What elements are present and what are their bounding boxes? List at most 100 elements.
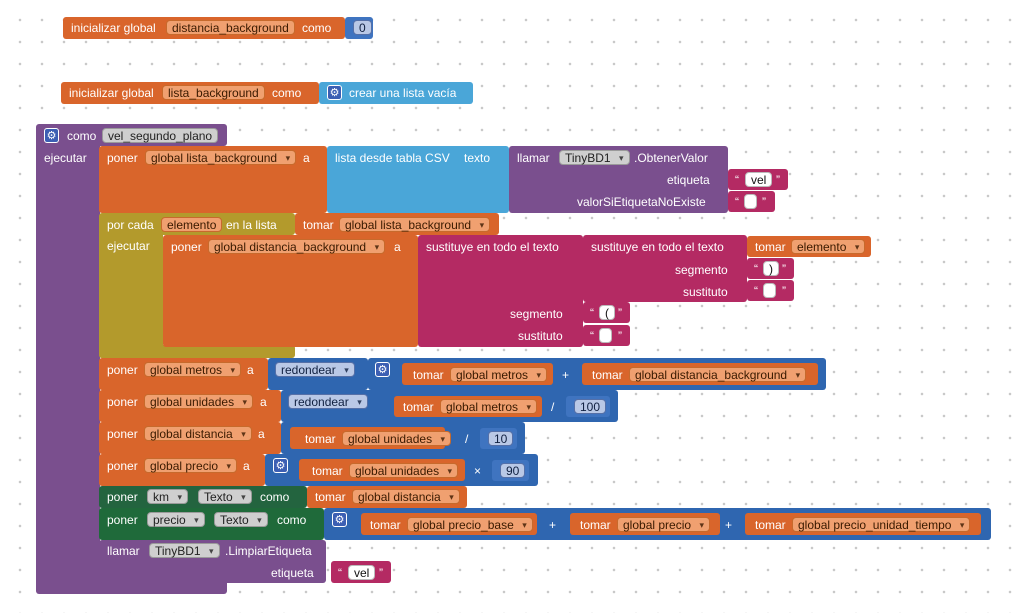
quote-close: ”	[618, 329, 622, 343]
quote-open: “	[590, 306, 594, 320]
quote-close: ”	[776, 173, 780, 187]
property-dropdown[interactable]: Texto	[198, 489, 252, 505]
round-dropdown[interactable]: redondear	[275, 362, 355, 378]
var-dropdown[interactable]: global precio	[144, 458, 238, 474]
foreach-body-bar	[99, 230, 163, 358]
var-dropdown[interactable]: global unidades	[342, 431, 452, 447]
foreach-bottom	[99, 345, 295, 358]
poner-label: poner	[171, 240, 202, 254]
component-dropdown[interactable]: km	[147, 489, 188, 505]
quote-open: “	[754, 284, 758, 298]
texto-label: texto	[464, 151, 491, 165]
etiqueta-label: etiqueta	[667, 173, 710, 187]
segmento-label: segmento	[510, 307, 563, 321]
csv-list-block[interactable]	[327, 146, 509, 213]
sustituto-label: sustituto	[518, 329, 563, 343]
text-value[interactable]: (	[599, 305, 615, 320]
var-dropdown[interactable]: global distancia	[144, 426, 252, 442]
text-value[interactable]: vel	[745, 172, 773, 187]
text-value[interactable]: )	[763, 261, 779, 276]
var-dropdown[interactable]: global precio_unidad_tiempo	[792, 517, 971, 533]
text-value[interactable]: vel	[348, 565, 376, 580]
como-label: como	[260, 490, 290, 504]
init-var-name[interactable]: distancia_background	[166, 20, 295, 35]
quote-close: ”	[379, 566, 383, 580]
proc-name[interactable]: vel_segundo_plano	[102, 128, 219, 143]
method-label: .ObtenerValor	[634, 151, 708, 165]
number-value[interactable]: 10	[488, 431, 514, 446]
var-dropdown[interactable]: global distancia	[352, 489, 460, 505]
number-value[interactable]: 90	[500, 463, 526, 478]
init-var-name[interactable]: lista_background	[162, 85, 265, 100]
component-dropdown[interactable]: precio	[147, 512, 205, 528]
a-label: a	[243, 459, 250, 473]
var-dropdown[interactable]: global metros	[144, 362, 242, 378]
tomar-label: tomar	[305, 432, 336, 446]
number-value[interactable]: 0	[353, 20, 372, 35]
var-dropdown[interactable]: global metros	[450, 367, 548, 383]
csv-label: lista desde tabla CSV	[335, 151, 450, 165]
tomar-label: tomar	[315, 490, 346, 504]
quote-open: “	[338, 566, 342, 580]
proc-como: como	[67, 129, 97, 143]
procedure-body-bar	[36, 140, 100, 593]
var-dropdown[interactable]: global metros	[440, 399, 538, 415]
poner-label: poner	[107, 490, 138, 504]
number-value[interactable]: 100	[574, 399, 607, 414]
gear-icon[interactable]: ⚙	[44, 128, 59, 143]
poner-label: poner	[107, 151, 138, 165]
component-dropdown[interactable]: TinyBD1	[149, 543, 220, 559]
quote-open: “	[735, 195, 739, 209]
item-var[interactable]: elemento	[161, 217, 223, 232]
var-dropdown[interactable]: elemento	[791, 239, 866, 255]
var-dropdown[interactable]: global distancia_background	[208, 239, 386, 255]
poner-label: poner	[107, 363, 138, 377]
a-label: a	[260, 395, 267, 409]
foreach-ejecutar: ejecutar	[107, 239, 150, 253]
quote-open: “	[735, 173, 739, 187]
text-value[interactable]	[599, 328, 612, 343]
replace-all-outer[interactable]	[418, 235, 583, 347]
var-dropdown[interactable]: global precio	[617, 517, 711, 533]
procedure-bottom	[36, 580, 227, 594]
var-dropdown[interactable]: global distancia_background	[629, 367, 807, 383]
init-keyword: inicializar global	[71, 21, 156, 35]
var-dropdown[interactable]: global lista_background	[145, 150, 297, 166]
quote-close: ”	[782, 262, 786, 276]
text-value[interactable]	[744, 194, 757, 209]
tomar-label: tomar	[403, 400, 434, 414]
poner-label: poner	[107, 395, 138, 409]
tomar-label: tomar	[312, 464, 343, 478]
sustituto-label: sustituto	[683, 285, 728, 299]
segmento-label: segmento	[675, 263, 728, 277]
valor-label: valorSiEtiquetaNoExiste	[577, 195, 706, 209]
operator-label: +	[549, 518, 557, 532]
operator-label: /	[465, 432, 469, 446]
var-dropdown[interactable]: global lista_background	[339, 217, 491, 233]
init-como: como	[302, 21, 332, 35]
poner-label: poner	[107, 459, 138, 473]
var-dropdown[interactable]: global precio_base	[407, 517, 533, 533]
round-dropdown[interactable]: redondear	[288, 394, 368, 410]
tomar-label: tomar	[592, 368, 623, 382]
var-dropdown[interactable]: global unidades	[144, 394, 254, 410]
gear-icon[interactable]: ⚙	[327, 85, 342, 100]
proc-ejecutar: ejecutar	[44, 151, 87, 165]
replace-all-inner[interactable]	[583, 235, 747, 302]
property-dropdown[interactable]: Texto	[214, 512, 268, 528]
gear-icon[interactable]: ⚙	[332, 512, 347, 527]
a-label: a	[247, 363, 254, 377]
por-cada-label: por cada	[107, 218, 154, 232]
tomar-label: tomar	[755, 518, 786, 532]
gear-icon[interactable]: ⚙	[375, 362, 390, 377]
tomar-label: tomar	[580, 518, 611, 532]
llamar-label: llamar	[517, 151, 550, 165]
create-empty-list-block[interactable]	[319, 82, 473, 104]
operator-label: /	[551, 400, 555, 414]
gear-icon[interactable]: ⚙	[273, 458, 288, 473]
init-como: como	[272, 86, 302, 100]
text-value[interactable]	[763, 283, 776, 298]
component-dropdown[interactable]: TinyBD1	[559, 150, 630, 166]
set-precio-text-block[interactable]	[99, 508, 324, 540]
var-dropdown[interactable]: global unidades	[349, 463, 459, 479]
